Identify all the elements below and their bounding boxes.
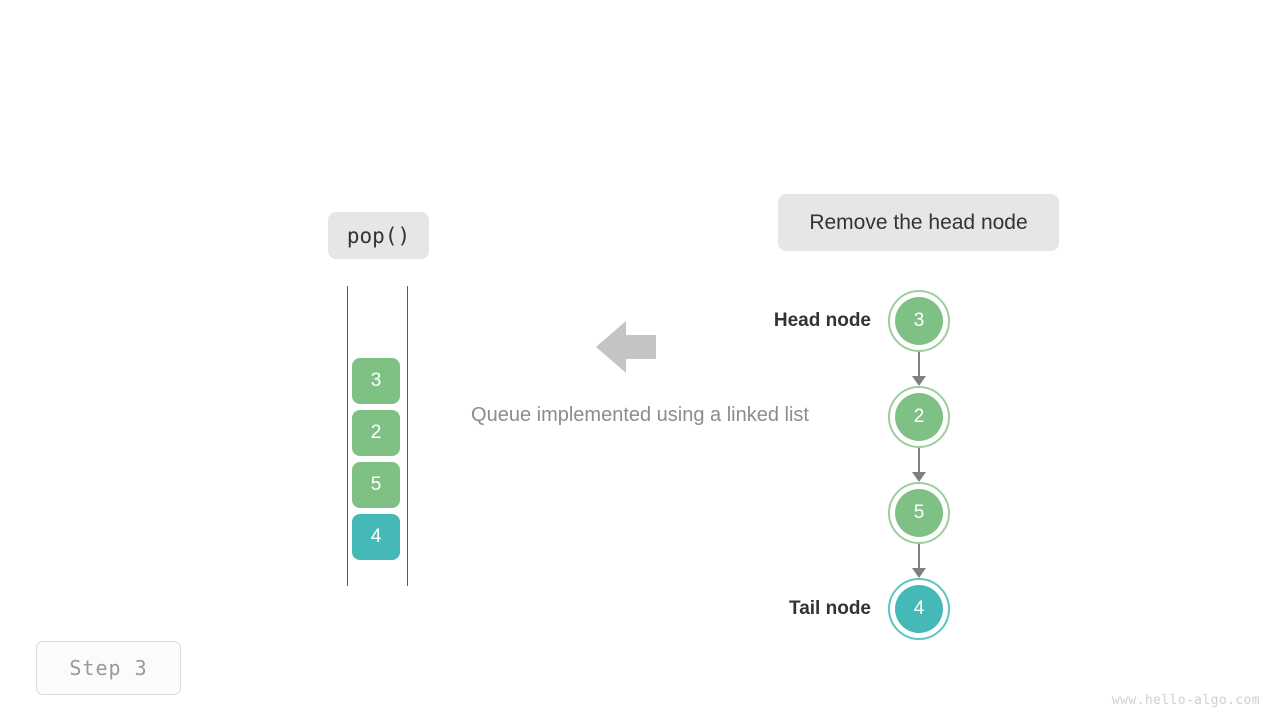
queue-container: 3 2 5 4 [346,286,408,586]
queue-rail-right [406,286,408,586]
linked-list-node-value: 2 [895,393,943,441]
linked-list-node-value: 4 [895,585,943,633]
step-badge: Step 3 [36,641,181,695]
linked-list-node: 5 [888,482,950,544]
linked-list-connector [918,544,921,569]
tail-node-label: Tail node [789,598,871,619]
queue-item: 2 [352,410,400,456]
linked-list-node: 3 [888,290,950,352]
linked-list-container: 3 2 5 4 [888,290,952,644]
linked-list-node-value: 3 [895,297,943,345]
diagram-caption: Queue implemented using a linked list [471,404,809,426]
queue-item: 3 [352,358,400,404]
operation-pill-pop: pop() [328,212,429,259]
queue-item: 4 [352,514,400,560]
linked-list-node-value: 5 [895,489,943,537]
linked-list-connector [918,448,921,473]
head-node-label: Head node [773,310,871,331]
action-description-pill: Remove the head node [778,194,1059,251]
queue-item: 5 [352,462,400,508]
linked-list-arrowhead-icon [912,568,926,578]
linked-list-node: 4 [888,578,950,640]
watermark: www.hello-algo.com [1111,693,1260,708]
linked-list-arrowhead-icon [912,376,926,386]
linked-list-arrowhead-icon [912,472,926,482]
queue-item-list: 3 2 5 4 [352,358,400,560]
linked-list-node: 2 [888,386,950,448]
arrow-left-icon [596,318,656,376]
linked-list-connector [918,352,921,377]
queue-rail-left [346,286,348,586]
